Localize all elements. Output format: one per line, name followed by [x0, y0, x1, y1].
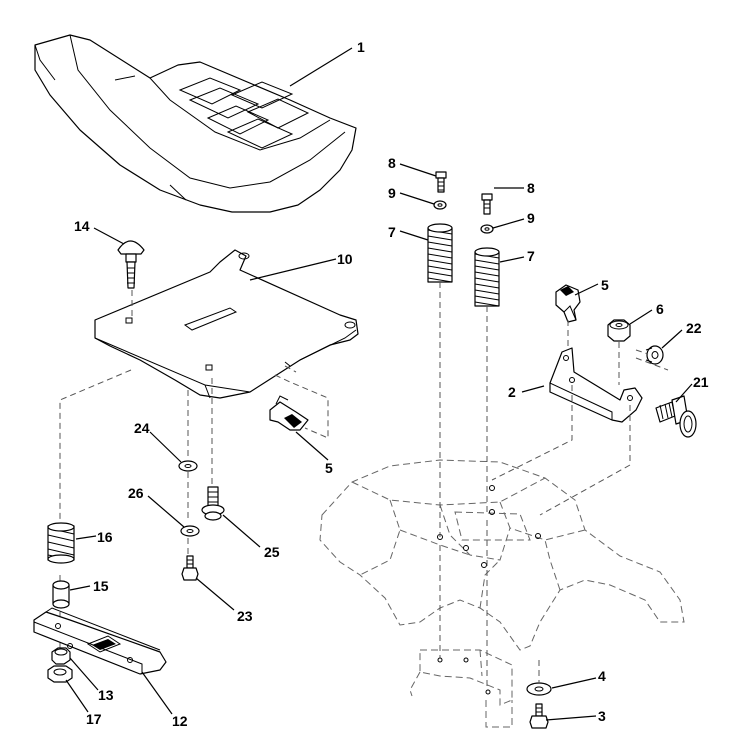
callout-part-17: 17 [86, 711, 102, 727]
callout-part-4: 4 [598, 668, 606, 684]
bolt-left [435, 171, 447, 193]
callout-part-8-left: 8 [388, 155, 396, 171]
hex-bolt [181, 555, 199, 581]
callout-part-1: 1 [357, 39, 365, 55]
shoulder-screw [201, 486, 225, 521]
bolt-right [481, 193, 493, 215]
callout-part-6: 6 [656, 301, 664, 317]
bottom-washer [47, 665, 73, 683]
lock-washer [180, 525, 200, 537]
frame-bolt [529, 703, 549, 729]
spring-left [427, 223, 453, 283]
callout-part-12: 12 [172, 713, 188, 729]
seat-bracket [549, 347, 643, 423]
callout-part-25: 25 [264, 544, 280, 560]
callout-part-8-right: 8 [527, 180, 535, 196]
callout-part-22: 22 [686, 320, 702, 336]
callout-part-24: 24 [134, 420, 150, 436]
callout-part-9-right: 9 [527, 210, 535, 226]
washer-left [433, 200, 447, 210]
bushing [645, 345, 664, 365]
nut [607, 319, 631, 342]
callout-part-7-left: 7 [388, 224, 396, 240]
callout-part-21: 21 [693, 374, 709, 390]
flat-washer [178, 460, 198, 472]
seat [34, 34, 357, 213]
seat-switch-lower [269, 395, 309, 431]
callout-part-16: 16 [97, 529, 113, 545]
callout-labels: 1 2 3 4 5 5 6 7 7 8 8 9 9 10 12 13 14 15… [74, 39, 709, 729]
spring-right [474, 247, 500, 307]
callout-part-15: 15 [93, 578, 109, 594]
leader-lines [65, 47, 693, 721]
callout-part-10: 10 [337, 251, 353, 267]
callout-part-13: 13 [98, 687, 114, 703]
callout-part-5-upper: 5 [601, 277, 609, 293]
tractor-frame-outline [319, 459, 685, 728]
callout-part-2: 2 [508, 384, 516, 400]
callout-part-23: 23 [237, 608, 253, 624]
frame-washer [526, 682, 552, 696]
callout-part-9-left: 9 [388, 185, 396, 201]
washer-right [480, 224, 494, 234]
slide-plate [33, 607, 167, 675]
callout-part-3: 3 [598, 708, 606, 724]
flange-nut [51, 647, 71, 665]
carriage-bolt [117, 240, 145, 289]
callout-part-14: 14 [74, 218, 90, 234]
seat-pan [94, 249, 359, 399]
callout-part-26: 26 [128, 485, 144, 501]
seat-switch-upper [555, 284, 581, 323]
callout-part-7-right: 7 [527, 248, 535, 264]
spacer [52, 580, 70, 609]
compression-spring [47, 522, 75, 564]
shoulder-bolt [655, 395, 697, 438]
callout-part-5-lower: 5 [325, 460, 333, 476]
